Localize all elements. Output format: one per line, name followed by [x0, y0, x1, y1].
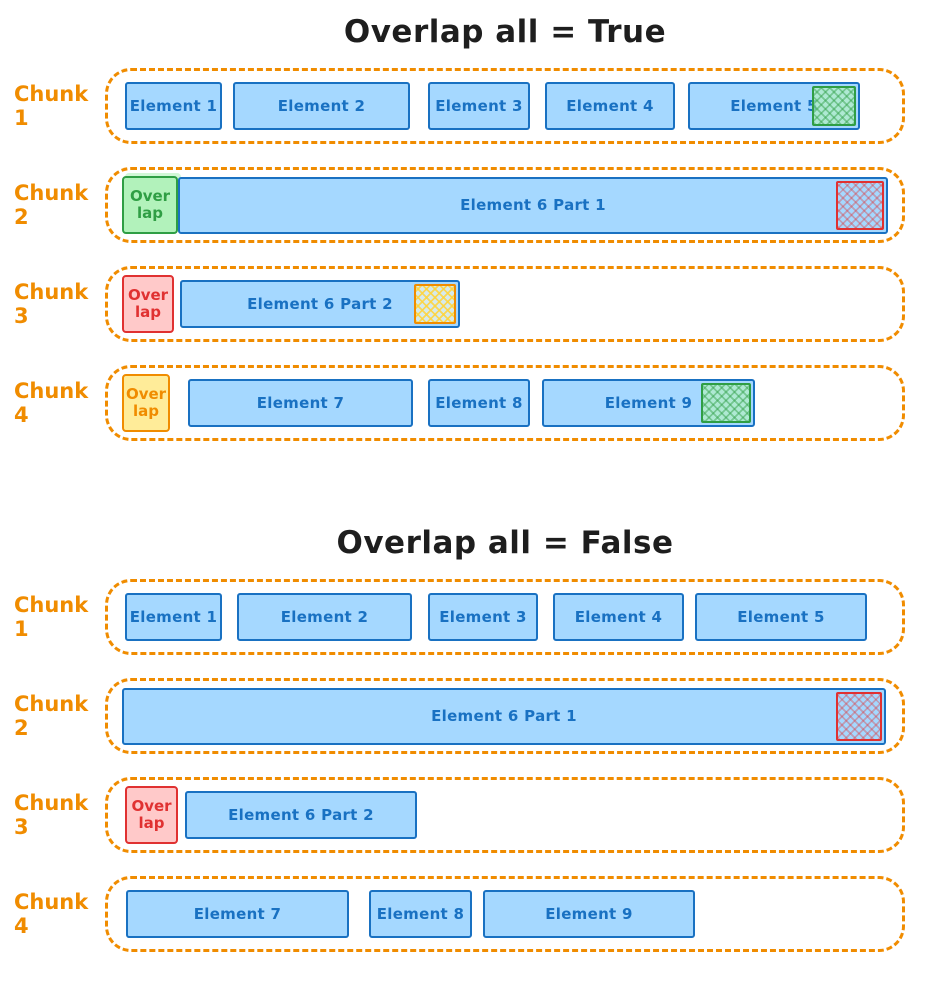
- chunk-rows: Chunk 1 Element 1 Element 2 Element 3 El…: [0, 68, 941, 441]
- element-label: Element 2: [280, 608, 369, 626]
- chunk-container: Over lap Element 6 Part 2: [105, 777, 905, 853]
- chunk-label: Chunk 4: [14, 379, 89, 427]
- element-box: Element 7: [188, 379, 413, 427]
- element-label: Element 6 Part 2: [228, 806, 374, 824]
- element-box: Element 1: [125, 593, 222, 641]
- element-box: Element 4: [545, 82, 675, 130]
- chunk-label: Chunk 2: [14, 181, 89, 229]
- element-box: Element 5: [695, 593, 867, 641]
- element-label: Element 4: [574, 608, 663, 626]
- element-label: Element 6 Part 1: [460, 196, 606, 214]
- element-box: Element 4: [553, 593, 684, 641]
- element-label: Element 6 Part 2: [247, 295, 393, 313]
- element-label: Element 2: [277, 97, 366, 115]
- diagram-canvas: Overlap all = True Chunk 1 Element 1 Ele…: [0, 14, 941, 952]
- section-overlap-false: Overlap all = False Chunk 1 Element 1 El…: [0, 525, 941, 952]
- element-label: Element 4: [566, 97, 654, 115]
- element-label: Element 8: [435, 394, 523, 412]
- chunk-container: Over lap Element 6 Part 2: [105, 266, 905, 342]
- overlap-box-yellow: Over lap: [122, 374, 170, 432]
- element-box: Element 6 Part 1: [178, 176, 888, 234]
- section-overlap-true: Overlap all = True Chunk 1 Element 1 Ele…: [0, 14, 941, 441]
- element-label: Element 1: [129, 97, 218, 115]
- overlap-label: Over lap: [131, 796, 172, 832]
- chunk-container: Element 1 Element 2 Element 3 Element 4 …: [105, 579, 905, 655]
- element-box: Element 6 Part 2: [185, 791, 417, 839]
- overlap-region-green: [701, 383, 751, 423]
- element-box: Element 9: [483, 890, 695, 938]
- chunk-row: Chunk 2 Element 6 Part 1: [0, 678, 941, 754]
- element-box: Element 5: [688, 82, 860, 130]
- chunk-label: Chunk 1: [14, 593, 89, 641]
- overlap-region-red: [836, 180, 884, 230]
- element-label: Element 9: [545, 905, 633, 923]
- section-title: Overlap all = False: [336, 525, 674, 561]
- chunk-container: Element 6 Part 1: [105, 678, 905, 754]
- overlap-label: Over lap: [127, 285, 169, 321]
- section-title: Overlap all = True: [343, 14, 667, 50]
- chunk-row: Chunk 4 Element 7 Element 8 Element 9: [0, 876, 941, 952]
- chunk-row: Chunk 3 Over lap Element 6 Part 2: [0, 777, 941, 853]
- element-box: Element 3: [428, 593, 538, 641]
- element-label: Element 3: [439, 608, 527, 626]
- chunk-label: Chunk 3: [14, 791, 89, 839]
- overlap-label: Over lap: [129, 186, 171, 222]
- chunk-container: Over lap Element 7 Element 8 Element 9: [105, 365, 905, 441]
- chunk-container: Over lap Element 6 Part 1: [105, 167, 905, 243]
- element-box: Element 7: [126, 890, 349, 938]
- overlap-box-green: Over lap: [122, 176, 178, 234]
- chunk-label: Chunk 2: [14, 692, 89, 740]
- element-label: Element 3: [435, 97, 523, 115]
- element-label: Element 7: [193, 905, 282, 923]
- overlap-region-red: [836, 691, 882, 741]
- overlap-region-green: [812, 86, 856, 126]
- overlap-label: Over lap: [125, 384, 167, 420]
- chunk-label: Chunk 3: [14, 280, 89, 328]
- element-box: Element 6 Part 1: [122, 687, 886, 745]
- element-label: Element 8: [376, 905, 465, 923]
- chunk-row: Chunk 1 Element 1 Element 2 Element 3 El…: [0, 68, 941, 144]
- element-box: Element 3: [428, 82, 530, 130]
- element-label: Element 7: [256, 394, 345, 412]
- element-box: Element 2: [233, 82, 410, 130]
- overlap-region-orange: [414, 284, 456, 324]
- element-box: Element 2: [237, 593, 412, 641]
- element-label: Element 6 Part 1: [431, 707, 577, 725]
- chunk-rows: Chunk 1 Element 1 Element 2 Element 3 El…: [0, 579, 941, 952]
- element-box: Element 9: [542, 379, 755, 427]
- chunk-row: Chunk 4 Over lap Element 7 Element 8 Ele…: [0, 365, 941, 441]
- element-box: Element 6 Part 2: [180, 280, 460, 328]
- element-label: Element 9: [604, 394, 693, 412]
- element-label: Element 1: [129, 608, 218, 626]
- chunk-label: Chunk 4: [14, 890, 89, 938]
- chunk-row: Chunk 2 Over lap Element 6 Part 1: [0, 167, 941, 243]
- chunk-container: Element 7 Element 8 Element 9: [105, 876, 905, 952]
- chunk-row: Chunk 1 Element 1 Element 2 Element 3 El…: [0, 579, 941, 655]
- overlap-box-red: Over lap: [125, 786, 178, 844]
- overlap-box-red: Over lap: [122, 275, 174, 333]
- element-box: Element 8: [428, 379, 530, 427]
- chunk-row: Chunk 3 Over lap Element 6 Part 2: [0, 266, 941, 342]
- chunk-container: Element 1 Element 2 Element 3 Element 4 …: [105, 68, 905, 144]
- element-label: Element 5: [730, 97, 818, 115]
- element-box: Element 1: [125, 82, 222, 130]
- element-label: Element 5: [737, 608, 825, 626]
- element-box: Element 8: [369, 890, 472, 938]
- chunk-label: Chunk 1: [14, 82, 89, 130]
